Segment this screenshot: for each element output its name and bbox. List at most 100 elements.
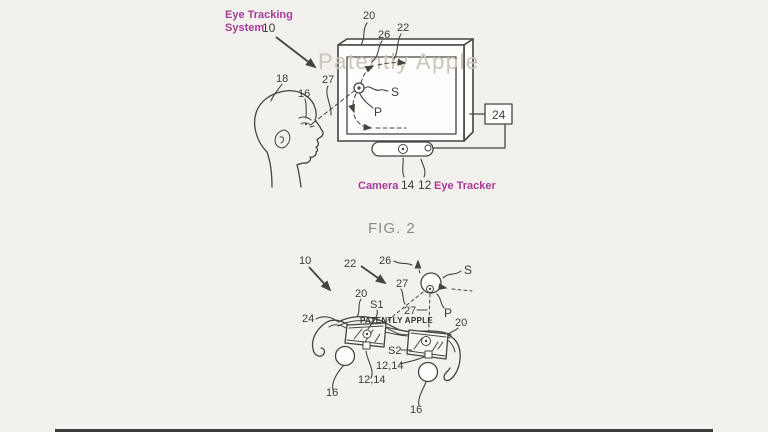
- processor-cable: [432, 123, 506, 149]
- fig2-ref-16-left-leader: [332, 365, 344, 391]
- fig1-title-line1: Eye Tracking: [225, 9, 293, 21]
- fig1-ref-18-leader: [270, 83, 283, 102]
- fig2-ref-1214-right: 12,14: [376, 360, 404, 372]
- fig1-eye-tracking-system: Eye Tracking System 10 Patently Apple 20…: [225, 9, 513, 192]
- fig1-title-line2: System: [225, 22, 264, 34]
- temple-left: [311, 319, 348, 357]
- watermark-top: Patently Apple: [318, 49, 480, 74]
- pupil-circle: [426, 285, 434, 293]
- fig1-ref-22: 22: [397, 22, 409, 34]
- pupil-dot: [428, 287, 432, 291]
- gaze-right-dashes: [451, 288, 473, 292]
- fig2-ref-10-arrow: [308, 266, 332, 292]
- ear: [274, 129, 291, 149]
- motion-arrow-dash: [418, 269, 421, 274]
- fig2-ref-27-lower: 27: [404, 305, 416, 317]
- lens-right: [406, 329, 449, 360]
- gaze-line: [312, 90, 355, 124]
- fig2-glasses: [311, 315, 461, 383]
- fig1-eye-tracker-bar: [371, 141, 434, 157]
- fig1-ref-24: 24: [492, 108, 506, 122]
- fig1-tracker-label: Eye Tracker: [434, 180, 496, 192]
- camera-module-right: [424, 350, 433, 359]
- camera-module-left: [362, 341, 371, 350]
- fig2-ref-24-leader: [315, 316, 338, 322]
- camera-lens-dot: [401, 147, 405, 151]
- fig1-ref-22-leader: [393, 33, 402, 60]
- fig1-tracker-leader: [420, 158, 426, 178]
- fig2-ref-22-arrow: [360, 265, 387, 285]
- watermark-bottom: PATENTLY APPLE: [360, 316, 433, 325]
- scan-arc-down: [348, 93, 357, 114]
- fig2-point-S: S: [464, 263, 472, 277]
- fig1-camera-label: Camera: [358, 180, 399, 192]
- temple-left-inner: [328, 324, 347, 329]
- fig1-title-arrow: [275, 36, 317, 69]
- bottom-edge-bar: [55, 429, 713, 432]
- fig2-ref-22: 22: [344, 258, 356, 270]
- fig1-S-leader: [364, 86, 389, 92]
- fig1-point-S: S: [391, 85, 399, 99]
- fig1-ref-27: 27: [322, 74, 334, 86]
- monitor-top-face: [337, 38, 474, 46]
- tracker-emitter: [424, 144, 432, 152]
- lens-left: [344, 322, 387, 350]
- fig1-ref-16-leader: [304, 98, 307, 119]
- user-eye-right: [417, 361, 439, 383]
- ear-inner: [279, 136, 284, 144]
- fig1-point-P: P: [374, 105, 382, 119]
- fig2-ref-20-left: 20: [355, 288, 367, 300]
- fig1-user-head: [253, 90, 324, 188]
- fig1-ref-20: 20: [363, 10, 375, 22]
- fig2-ref-10: 10: [299, 255, 311, 267]
- fig2-ref-1214-left-leader: [365, 350, 373, 379]
- processor-box: [484, 103, 513, 125]
- gaze-point-dot: [357, 86, 361, 90]
- gaze-diagonal: [386, 291, 424, 322]
- gaze-point-circle: [353, 82, 365, 94]
- sensor-s2-dot: [424, 339, 428, 343]
- bridge: [384, 326, 410, 337]
- fig2-glasses-system: 10 22 26 S 27 27 P: [299, 255, 473, 416]
- scan-arc-right: [377, 58, 407, 66]
- scan-arc-up: [360, 65, 375, 84]
- eye-pupil: [304, 122, 308, 126]
- fig1-ref-14: 14: [401, 178, 415, 192]
- eyebrow: [298, 116, 312, 121]
- fig1-P-leader: [359, 93, 374, 109]
- fig2-eyeball: [420, 272, 442, 294]
- fig1-ref-20-leader: [360, 22, 368, 46]
- fig2-P-leader: [436, 293, 445, 309]
- fig2-ref-1214-left: 12,14: [358, 374, 386, 386]
- fig1-ref-26: 26: [378, 29, 390, 41]
- head-outline: [253, 90, 324, 188]
- fig2-ref-26-leader: [393, 260, 413, 266]
- fig1-gaze-path: S P: [348, 58, 407, 131]
- fig1-ref-26-leader: [371, 40, 383, 63]
- sensor-s1-dot: [365, 332, 369, 336]
- fig2-ref-S2: S2: [388, 345, 401, 357]
- fig2-ref-S1-leader: [367, 309, 378, 330]
- fig2-ref-27-upper: 27: [396, 278, 408, 290]
- fig2-ref-20-left-leader: [356, 298, 362, 318]
- fig2-ref-24: 24: [302, 313, 314, 325]
- fig2-ref-16-right-leader: [418, 381, 427, 407]
- fig1-ref-12: 12: [418, 178, 432, 192]
- eye: [300, 121, 315, 128]
- fig1-processor: 24: [432, 103, 513, 149]
- user-eye-left: [334, 345, 356, 367]
- temple-right: [443, 334, 461, 382]
- eyeball-circle: [420, 272, 442, 294]
- fig1-camera-leader: [402, 157, 405, 178]
- fig2-point-P: P: [444, 306, 452, 320]
- fig2-ref-S1: S1: [370, 299, 383, 311]
- fig1-ref-18: 18: [276, 73, 288, 85]
- scan-arc-bottom: [353, 114, 373, 131]
- fig2-ref-20-right-leader: [447, 327, 459, 335]
- fig1-ref-27-leader: [326, 85, 332, 116]
- gaze-right-arrow: [437, 283, 448, 290]
- fig2-ref-16-left: 16: [326, 387, 338, 399]
- fig2-ref-26: 26: [379, 255, 391, 267]
